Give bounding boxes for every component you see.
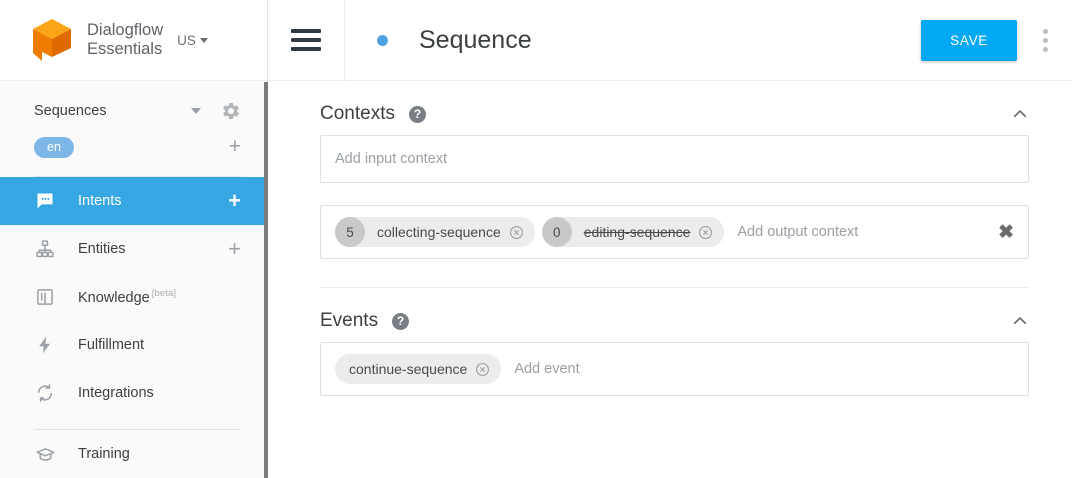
sidebar-item-intents[interactable]: Intents +	[0, 177, 267, 225]
kebab-menu-icon[interactable]	[1043, 28, 1048, 52]
context-chip-label: collecting-sequence	[377, 224, 501, 240]
help-circle-icon[interactable]: ?	[392, 312, 410, 330]
events-field[interactable]: continue-sequence Add event	[320, 342, 1029, 396]
context-lifespan-count: 5	[335, 217, 365, 247]
brand-header: Dialogflow Essentials US	[0, 0, 267, 81]
chip-remove-icon[interactable]	[509, 225, 524, 240]
sidebar-item-training[interactable]: Training	[0, 430, 267, 478]
event-chip-label: continue-sequence	[349, 361, 468, 377]
region-selector[interactable]: US	[177, 33, 208, 48]
graduation-cap-icon	[34, 443, 56, 465]
sidebar: Dialogflow Essentials US Sequences en +	[0, 0, 271, 478]
sidebar-item-integrations[interactable]: Integrations	[0, 369, 267, 417]
sidebar-item-entities[interactable]: Entities +	[0, 225, 267, 273]
context-lifespan-count: 0	[541, 217, 572, 247]
caret-down-icon[interactable]	[191, 108, 201, 114]
language-row: en +	[0, 130, 267, 164]
brand-line-2: Essentials	[87, 40, 163, 58]
add-language-plus-icon[interactable]: +	[228, 135, 241, 158]
status-dot-icon	[377, 34, 388, 46]
sidebar-item-label: Fulfillment	[78, 337, 145, 353]
agent-name: Sequences	[34, 103, 107, 119]
beta-badge: [beta]	[151, 288, 177, 300]
events-title: Events	[320, 310, 379, 331]
region-label: US	[177, 32, 196, 48]
sidebar-item-label: Intents	[78, 193, 122, 209]
agent-selector-row[interactable]: Sequences	[0, 92, 267, 130]
chat-bubble-icon	[34, 190, 56, 212]
context-chip[interactable]: 5 collecting-sequence	[335, 217, 535, 247]
add-entity-plus-icon[interactable]: +	[228, 236, 241, 261]
sidebar-item-fulfillment[interactable]: Fulfillment	[0, 321, 267, 369]
contexts-title: Contexts	[320, 103, 395, 124]
output-context-field[interactable]: 5 collecting-sequence 0 editing-sequence	[320, 205, 1029, 259]
dialogflow-cube-logo	[30, 17, 74, 63]
sidebar-item-knowledge[interactable]: Knowledge[beta]	[0, 273, 267, 321]
context-chip[interactable]: 0 editing-sequence	[541, 217, 725, 247]
sidebar-item-label: Training	[78, 446, 130, 462]
intent-editor-content: Contexts ? Add input context 5 col	[268, 81, 1072, 396]
help-circle-icon[interactable]: ?	[408, 105, 426, 123]
save-button[interactable]: SAVE	[921, 19, 1017, 61]
sidebar-item-label: Knowledge[beta]	[78, 288, 177, 306]
sidebar-item-label: Integrations	[78, 385, 154, 401]
chevron-up-icon[interactable]	[1011, 105, 1029, 123]
brand-line-1: Dialogflow	[87, 21, 164, 39]
input-context-placeholder: Add input context	[335, 151, 448, 167]
sidebar-divider-bottom	[34, 429, 241, 430]
toolbar-separator	[344, 0, 345, 81]
brand-name: Dialogflow Essentials	[87, 21, 163, 59]
book-icon	[34, 286, 56, 308]
close-x-icon[interactable]: ✖	[998, 221, 1014, 243]
language-chip-en[interactable]: en	[34, 136, 74, 158]
sidebar-scrollbar[interactable]	[264, 82, 271, 478]
input-context-field[interactable]: Add input context	[320, 135, 1029, 183]
contexts-section: Contexts ? Add input context 5 col	[268, 81, 1072, 259]
sidebar-item-label: Entities	[78, 241, 126, 257]
sync-icon	[34, 382, 56, 404]
hamburger-menu-icon[interactable]	[291, 29, 321, 51]
chevron-up-icon[interactable]	[1011, 312, 1029, 330]
section-divider	[320, 287, 1029, 288]
chip-remove-icon[interactable]	[698, 225, 713, 240]
output-context-placeholder: Add output context	[737, 224, 859, 240]
sidebar-divider-top	[34, 176, 241, 177]
lightning-bolt-icon	[34, 334, 56, 356]
gear-icon[interactable]	[221, 101, 241, 121]
event-placeholder: Add event	[514, 361, 580, 377]
events-header: Events ?	[320, 288, 1029, 342]
hierarchy-icon	[34, 238, 56, 260]
page-title: Sequence	[419, 25, 532, 54]
caret-down-icon	[199, 37, 208, 43]
contexts-header: Contexts ?	[320, 81, 1029, 135]
context-chip-label: editing-sequence	[583, 224, 691, 240]
main-panel: Sequence SAVE Contexts ? Add input conte	[268, 0, 1072, 478]
event-chip[interactable]: continue-sequence	[335, 354, 502, 384]
add-intent-plus-icon[interactable]: +	[228, 188, 241, 213]
top-bar: Sequence SAVE	[268, 0, 1072, 81]
events-section: Events ? continue-sequence	[268, 288, 1072, 396]
chip-remove-icon[interactable]	[475, 362, 490, 377]
